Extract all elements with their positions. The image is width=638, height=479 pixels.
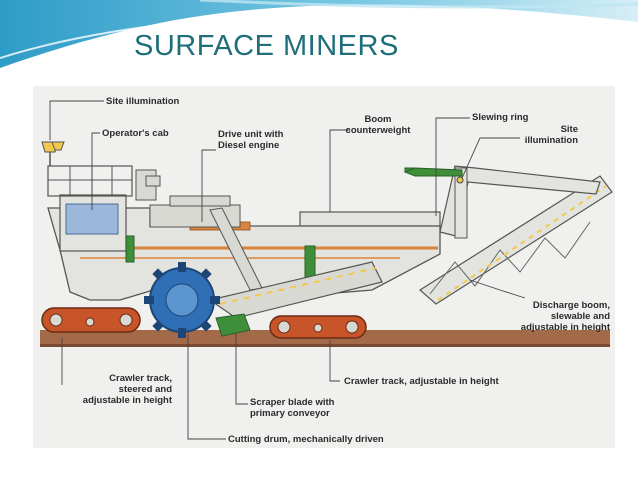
label-site-illumination-right: Site illumination (524, 124, 578, 146)
header-wave (0, 0, 638, 68)
leader-lines (49, 100, 526, 440)
label-operators-cab: Operator's cab (102, 128, 169, 139)
label-boom-counterweight: Boom counterweight (345, 114, 411, 136)
hydraulic-cylinder-left (125, 235, 135, 263)
scraper-blade (215, 313, 251, 337)
label-crawler-track-right: Crawler track, adjustable in height (344, 376, 499, 387)
label-site-illumination-left: Site illumination (106, 96, 180, 107)
drive-unit (149, 195, 263, 291)
hydraulic-cylinder-mid (304, 245, 316, 281)
crawler-track-left (41, 307, 141, 333)
slide-title: SURFACE MINERS (134, 30, 399, 62)
label-crawler-track-left: Crawler track, steered and adjustable in… (82, 373, 172, 406)
discharge-boom (419, 175, 613, 305)
label-scraper-blade: Scraper blade with primary conveyor (250, 397, 335, 419)
label-slewing-ring: Slewing ring (472, 112, 529, 123)
site-light-left (41, 141, 65, 166)
label-drive-unit: Drive unit with Diesel engine (218, 129, 284, 151)
cutting-drum (144, 262, 220, 338)
primary-conveyor (208, 261, 383, 319)
boom-counterweight (299, 211, 441, 227)
site-light-right (456, 176, 464, 184)
crawler-track-right (269, 315, 367, 339)
label-discharge-boom: Discharge boom, slewable and adjustable … (520, 300, 610, 333)
label-cutting-drum: Cutting drum, mechanically driven (228, 434, 384, 445)
operators-cab (47, 165, 161, 252)
boom-arm (439, 165, 601, 239)
